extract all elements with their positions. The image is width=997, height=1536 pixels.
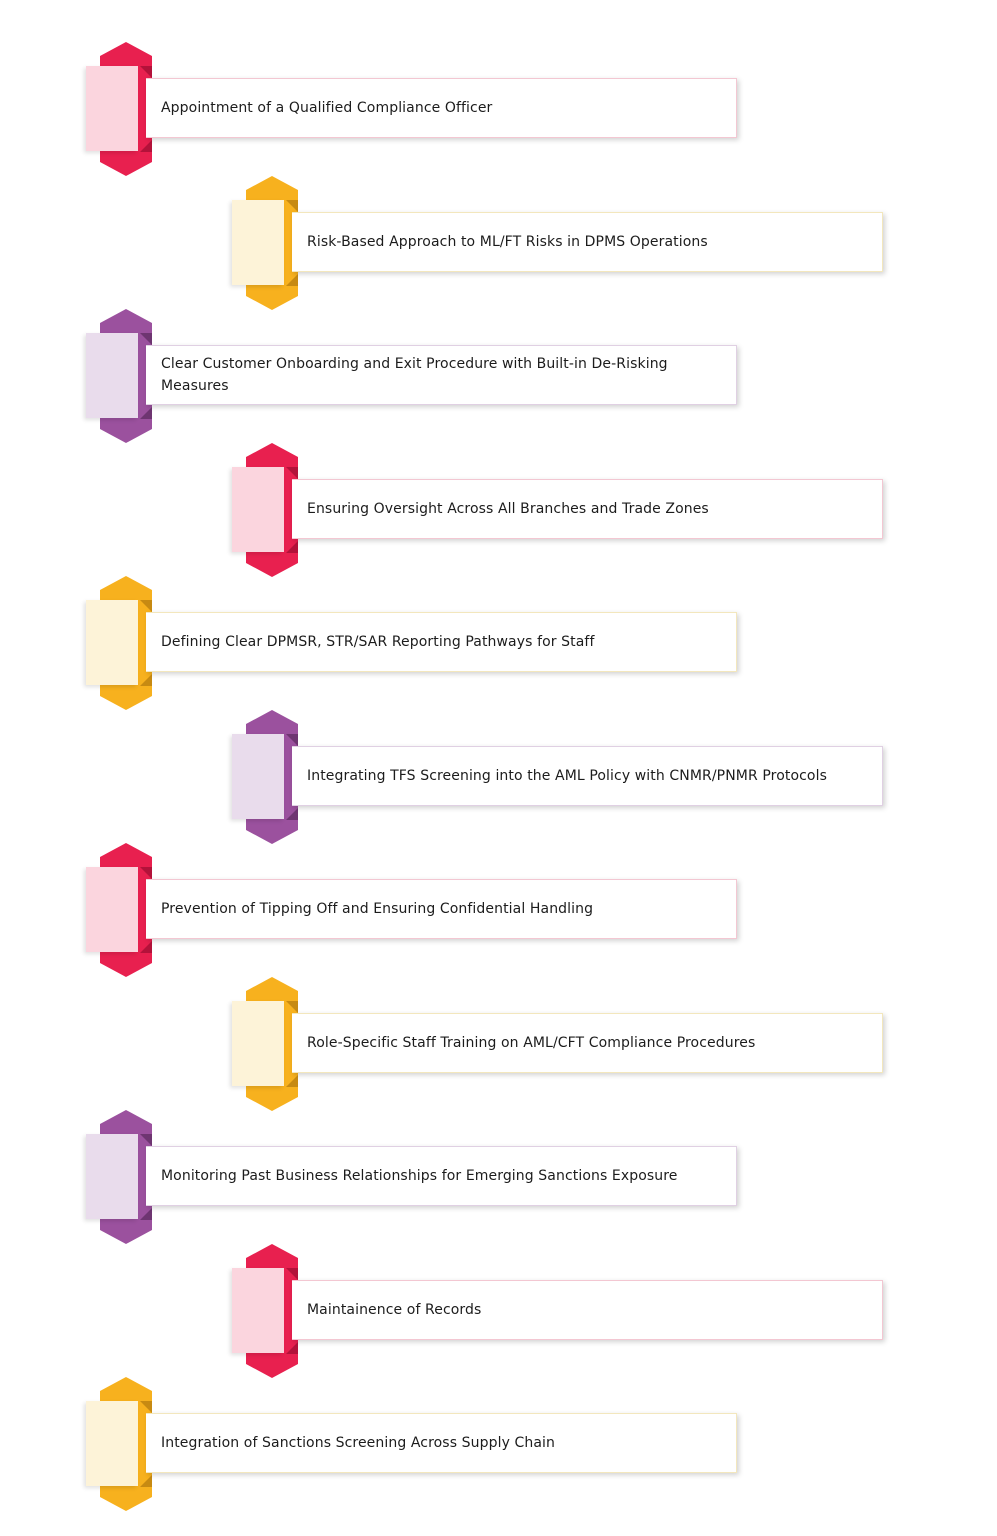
step-label: Integration of Sanctions Screening Acros… bbox=[161, 1435, 555, 1451]
step-item: Appointment of a Qualified Compliance Of… bbox=[86, 42, 886, 176]
step-item: Clear Customer Onboarding and Exit Proce… bbox=[86, 309, 886, 443]
step-card: Clear Customer Onboarding and Exit Proce… bbox=[146, 345, 737, 405]
step-tab bbox=[86, 66, 138, 151]
step-label: Defining Clear DPMSR, STR/SAR Reporting … bbox=[161, 634, 595, 650]
step-tab bbox=[86, 867, 138, 952]
step-item: Monitoring Past Business Relationships f… bbox=[86, 1110, 886, 1244]
step-card: Appointment of a Qualified Compliance Of… bbox=[146, 78, 737, 138]
step-card: Risk-Based Approach to ML/FT Risks in DP… bbox=[292, 211, 883, 272]
step-label: Integrating TFS Screening into the AML P… bbox=[307, 767, 827, 784]
step-card: Maintainence of Records bbox=[292, 1279, 883, 1340]
step-tab bbox=[232, 199, 284, 285]
step-label: Appointment of a Qualified Compliance Of… bbox=[161, 100, 493, 116]
step-tab bbox=[86, 333, 138, 418]
step-item: Integrating TFS Screening into the AML P… bbox=[232, 709, 997, 844]
step-label: Role-Specific Staff Training on AML/CFT … bbox=[307, 1034, 756, 1051]
step-tab bbox=[86, 600, 138, 685]
step-label: Maintainence of Records bbox=[307, 1301, 482, 1318]
step-item: Ensuring Oversight Across All Branches a… bbox=[232, 442, 997, 577]
step-label: Risk-Based Approach to ML/FT Risks in DP… bbox=[307, 233, 708, 250]
step-item: Integration of Sanctions Screening Acros… bbox=[86, 1377, 886, 1511]
step-tab bbox=[232, 466, 284, 552]
step-tab bbox=[232, 733, 284, 819]
step-tab bbox=[232, 1267, 284, 1353]
step-label: Clear Customer Onboarding and Exit Proce… bbox=[161, 356, 668, 394]
step-label: Prevention of Tipping Off and Ensuring C… bbox=[161, 901, 594, 917]
step-item: Prevention of Tipping Off and Ensuring C… bbox=[86, 843, 886, 977]
step-tab bbox=[232, 1000, 284, 1086]
step-card: Defining Clear DPMSR, STR/SAR Reporting … bbox=[146, 612, 737, 672]
step-card: Role-Specific Staff Training on AML/CFT … bbox=[292, 1012, 883, 1073]
step-item: Risk-Based Approach to ML/FT Risks in DP… bbox=[232, 175, 997, 310]
step-card: Monitoring Past Business Relationships f… bbox=[146, 1146, 737, 1206]
step-card: Ensuring Oversight Across All Branches a… bbox=[292, 478, 883, 539]
step-card: Integrating TFS Screening into the AML P… bbox=[292, 745, 883, 806]
step-label: Ensuring Oversight Across All Branches a… bbox=[307, 500, 709, 517]
step-item: Role-Specific Staff Training on AML/CFT … bbox=[232, 976, 997, 1111]
step-tab bbox=[86, 1401, 138, 1486]
step-item: Maintainence of Records bbox=[232, 1243, 997, 1378]
step-card: Prevention of Tipping Off and Ensuring C… bbox=[146, 879, 737, 939]
step-card: Integration of Sanctions Screening Acros… bbox=[146, 1413, 737, 1473]
step-item: Defining Clear DPMSR, STR/SAR Reporting … bbox=[86, 576, 886, 710]
step-label: Monitoring Past Business Relationships f… bbox=[161, 1168, 678, 1184]
step-tab bbox=[86, 1134, 138, 1219]
